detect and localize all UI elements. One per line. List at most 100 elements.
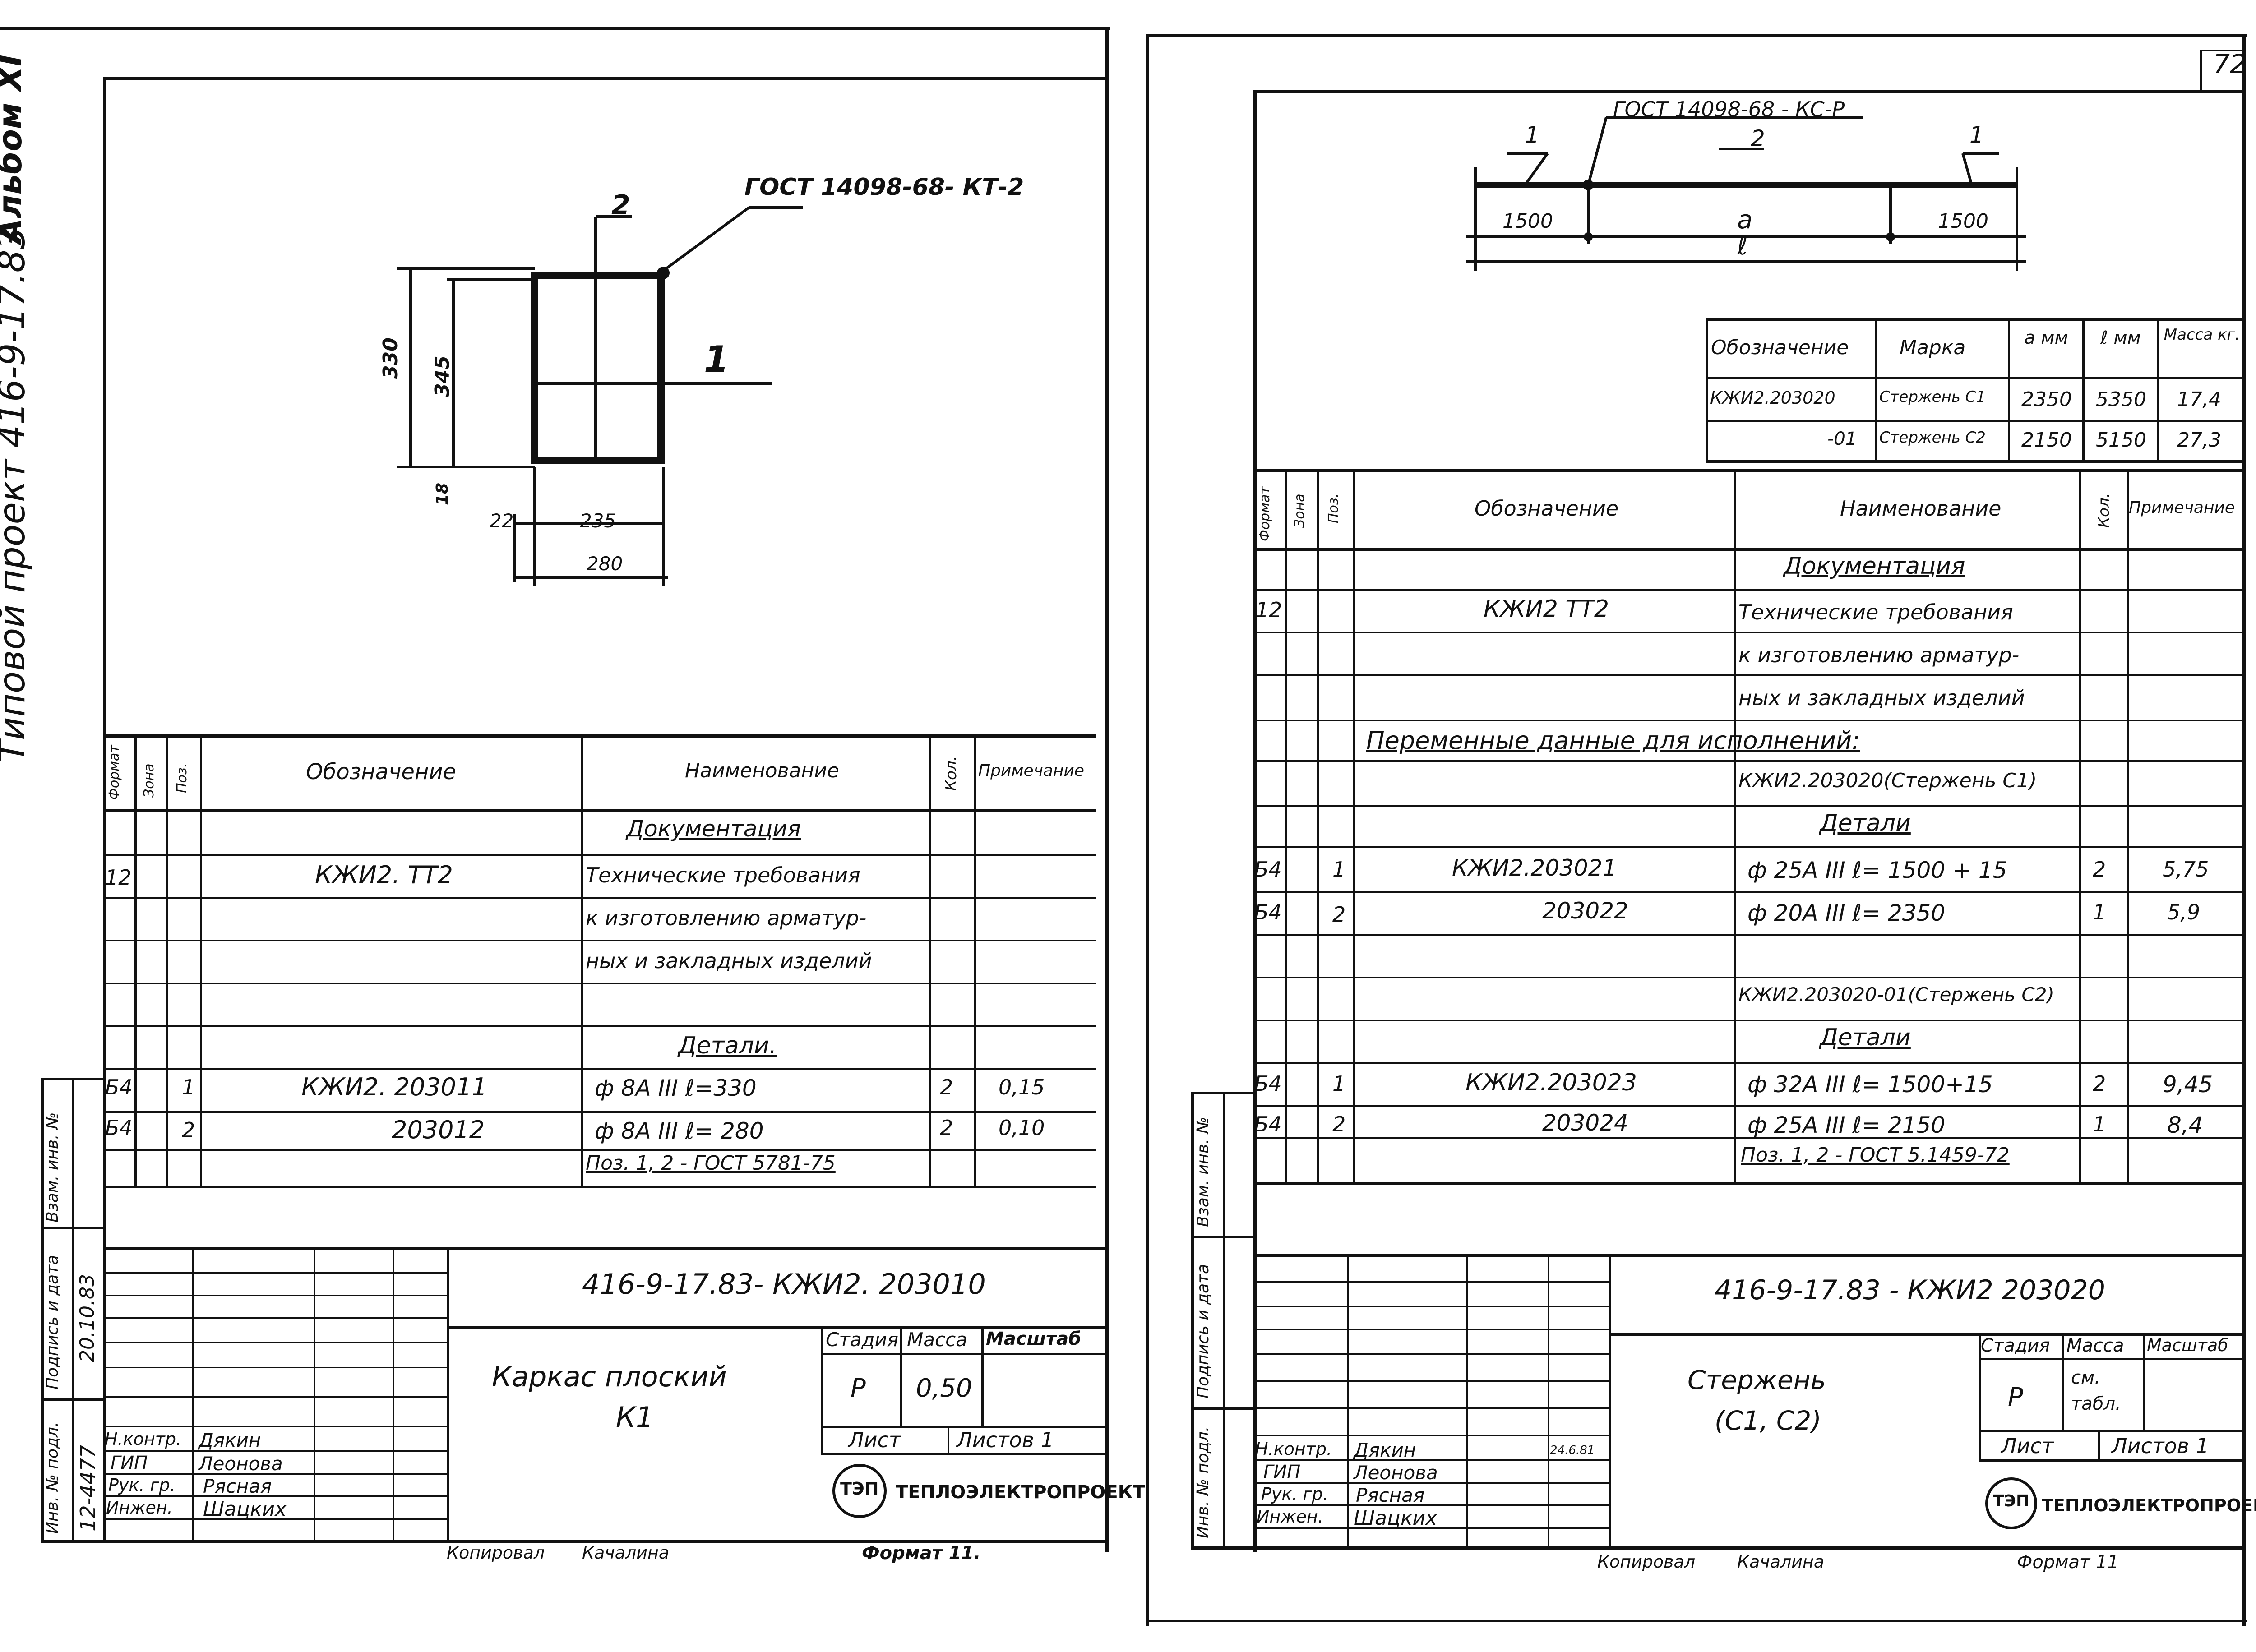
left-mass-value: 0,50 (916, 1374, 972, 1403)
left-copied: Копировал (447, 1543, 545, 1563)
left-frame-bottom (41, 1540, 1109, 1543)
vt-r0-c2: 2350 (2021, 388, 2072, 411)
left-side-inv-orig: Инв. № подл. (43, 1421, 62, 1534)
left-stage-label: Стадия (826, 1329, 899, 1351)
right-row8-pos: 2 (1332, 902, 1346, 927)
right-row3-name: ных и закладных изделий (1738, 686, 2025, 710)
left-role-3: Инжен. (106, 1498, 173, 1518)
variant-table: Обозначение Марка а мм ℓ мм Масса кг. КЖ… (1706, 318, 2245, 463)
right-row8-qty: 1 (2093, 900, 2106, 924)
left-row6-qty: 2 (940, 1075, 953, 1099)
right-org-logo-icon (1985, 1477, 2037, 1529)
vt-header-4: Масса кг. (2164, 326, 2240, 344)
right-name-2: Рясная (1356, 1484, 1425, 1506)
right-col-qty: Кол. (2095, 493, 2113, 528)
left-doc-code: 416-9-17.83- КЖИ2. 203010 (582, 1268, 986, 1301)
right-copied: Копировал (1597, 1552, 1696, 1572)
album-label: Альбом XI (0, 54, 29, 244)
vt-r0-c3: 5350 (2096, 388, 2146, 411)
left-col-qty: Кол. (942, 756, 960, 791)
left-gost-label: ГОСТ 14098-68- КТ-2 (744, 174, 1024, 201)
page-number: 72 (2213, 49, 2247, 79)
right-row7-name: ф 25А III ℓ= 1500 + 15 (1747, 857, 2007, 883)
left-row7-qty: 2 (940, 1116, 953, 1140)
right-role-2: Рук. гр. (1261, 1484, 1328, 1504)
left-name-1: Леонова (199, 1453, 283, 1475)
right-stage-label: Стадия (1981, 1335, 2050, 1356)
vt-r0-c4: 17,4 (2177, 388, 2221, 411)
left-col-zone: Зона (141, 763, 157, 798)
right-col-note: Примечание (2129, 498, 2235, 517)
right-sheet-label: Лист (2001, 1434, 2054, 1458)
right-org-name: ТЕПЛОЭЛЕКТРОПРОЕКТ (2042, 1495, 2256, 1515)
right-row6-name: Детали (1820, 810, 1911, 837)
right-row1-format: 12 (1256, 598, 1282, 622)
left-pos2-label: 2 (611, 189, 630, 221)
right-col-designation: Обозначение (1475, 496, 1619, 521)
left-frame-top (103, 77, 1105, 80)
right-row13-format: Б4 (1254, 1112, 1282, 1136)
left-row6-format: Б4 (105, 1075, 133, 1099)
right-col-pos: Поз. (1326, 493, 1341, 523)
right-name-3: Шацких (1354, 1507, 1438, 1530)
left-border-right (1105, 27, 1109, 1552)
right-pos1b: 1 (1969, 122, 1984, 148)
left-logo-letters: ТЭП (840, 1479, 879, 1499)
left-mass-label: Масса (907, 1329, 967, 1351)
right-pos1a: 1 (1525, 122, 1539, 148)
left-border-top (0, 27, 1110, 30)
left-row1-designation: КЖИ2. ТТ2 (315, 861, 453, 889)
left-col-designation: Обозначение (306, 759, 457, 784)
vt-header-2: а мм (2024, 328, 2068, 348)
left-row6-pos: 1 (182, 1075, 195, 1099)
left-side-signature-value: 20.10.83 (76, 1274, 99, 1362)
left-item-name-1: Каркас плоский (492, 1360, 727, 1393)
left-role-0: Н.контр. (105, 1429, 182, 1449)
right-row2-name: к изготовлению арматур- (1738, 643, 2020, 667)
left-row8-name: Поз. 1, 2 - ГОСТ 5781-75 (586, 1152, 836, 1175)
left-copied-name: Качалина (582, 1543, 670, 1563)
right-row10-name: КЖИ2.203020-01(Стержень С2) (1738, 983, 2054, 1006)
left-row7-name: ф 8А III ℓ= 280 (595, 1118, 764, 1144)
left-org-logo-icon (832, 1464, 887, 1518)
left-role-2: Рук. гр. (108, 1475, 176, 1495)
right-row8-format: Б4 (1254, 900, 1282, 924)
right-col-format: Формат (1257, 486, 1273, 541)
right-doc-code: 416-9-17.83 - КЖИ2 203020 (1715, 1274, 2105, 1306)
dim-235: 235 (580, 510, 616, 532)
right-row5-name: КЖИ2.203020(Стержень С1) (1738, 769, 2037, 792)
left-sheets-label: Листов 1 (957, 1428, 1054, 1452)
right-sheets-label: Листов 1 (2112, 1434, 2209, 1458)
left-col-format: Формат (106, 745, 122, 800)
left-name-0: Дякин (199, 1429, 261, 1451)
vt-r1-c3: 5150 (2096, 429, 2146, 452)
left-row1-name: Технические требования (586, 863, 860, 887)
variable-data-heading: Переменные данные для исполнений: (1366, 726, 1860, 755)
left-row6-name: ф 8А III ℓ=330 (595, 1075, 757, 1101)
right-format: Формат 11 (2017, 1552, 2119, 1573)
vt-r0-c1: Стержень С1 (1879, 388, 1986, 406)
right-row1-name: Технические требования (1738, 600, 2013, 624)
right-row13-note: 8,4 (2167, 1112, 2203, 1138)
dim-22: 22 (490, 510, 514, 532)
right-row7-designation: КЖИ2.203021 (1452, 855, 1617, 881)
right-row8-designation: 203022 (1542, 898, 1628, 924)
right-row13-qty: 1 (2093, 1112, 2106, 1136)
left-col-note: Примечание (978, 761, 1085, 780)
left-spec-table: Формат Зона Поз. Обозначение Наименовани… (103, 734, 1096, 1188)
left-item-name-2: К1 (616, 1401, 654, 1434)
right-item-name-1: Стержень (1687, 1365, 1826, 1395)
left-sheet-label: Лист (848, 1428, 901, 1452)
right-row13-designation: 203024 (1542, 1110, 1628, 1136)
left-row7-designation: 203012 (392, 1116, 485, 1144)
right-role-3: Инжен. (1257, 1507, 1323, 1527)
dim-345: 345 (431, 355, 454, 397)
left-row6-designation: КЖИ2. 203011 (301, 1073, 487, 1101)
right-row12-format: Б4 (1254, 1071, 1282, 1096)
right-item-name-2: (С1, С2) (1715, 1405, 1821, 1436)
vt-header-3: ℓ мм (2100, 328, 2141, 348)
right-gost-label: ГОСТ 14098-68 - КС-Р (1613, 97, 1845, 121)
right-row12-qty: 2 (2093, 1071, 2106, 1096)
right-name-1: Леонова (1354, 1462, 1438, 1484)
right-dim-l: ℓ (1737, 230, 1748, 261)
